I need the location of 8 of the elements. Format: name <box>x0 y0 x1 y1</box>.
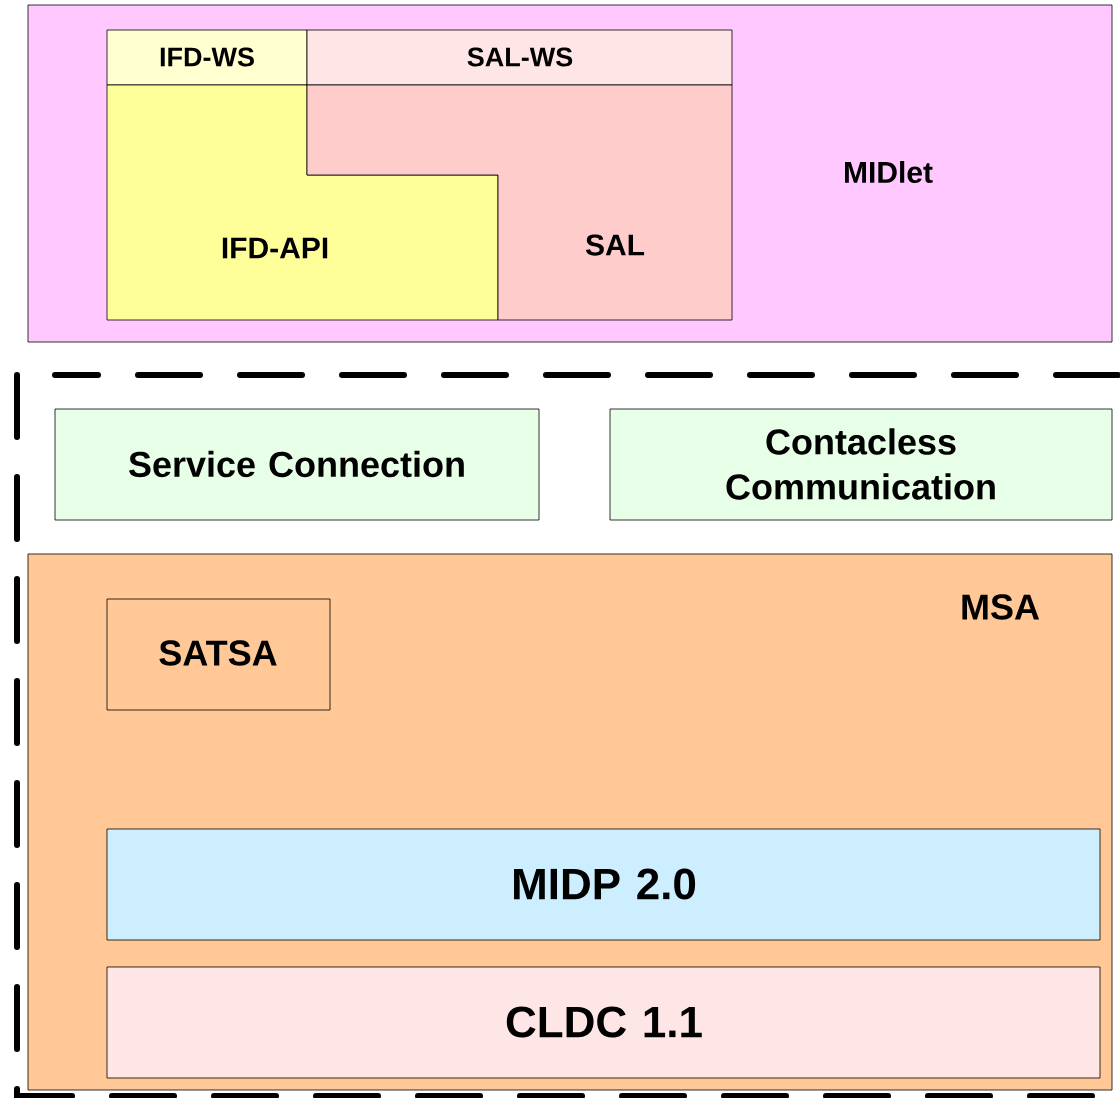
layer-region: IFD-API <box>106 84 499 321</box>
layer-box: Service Connection <box>54 408 540 521</box>
layer-box: IFD-WS <box>106 29 308 86</box>
layer-box: MIDP 2.0 <box>106 828 1101 941</box>
layer-box: SAL-WS <box>306 29 733 86</box>
layer-box: CLDC 1.1 <box>106 966 1101 1079</box>
layer-box: SATSA <box>106 598 331 711</box>
layer-box: Contacless Communication <box>609 408 1113 521</box>
